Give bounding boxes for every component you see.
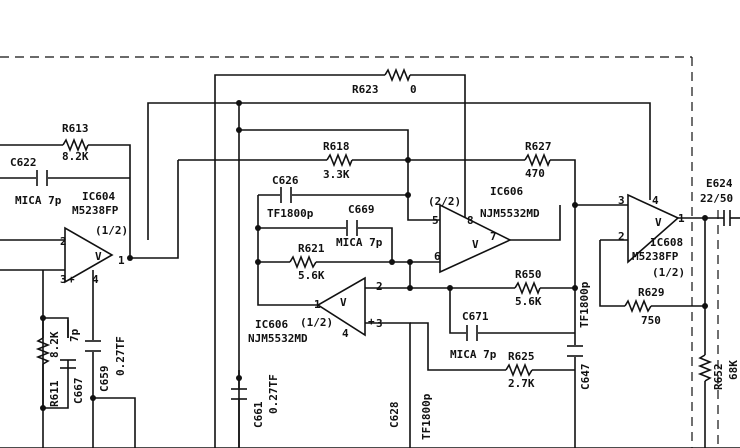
label-ic606-top-half: (2/2) xyxy=(428,195,461,208)
label-c628: C628 xyxy=(388,402,401,429)
capacitor-c647 xyxy=(567,345,583,357)
label-c669-value: MICA 7p xyxy=(336,236,383,249)
label-r618: R618 xyxy=(323,140,350,153)
resistor-r652 xyxy=(697,354,713,382)
resistor-r623 xyxy=(384,67,411,83)
label-ic606-top-pin7: 7 xyxy=(490,230,497,243)
label-r613-value: 8.2K xyxy=(62,150,89,163)
label-ic604-pin1: 1 xyxy=(118,254,125,267)
resistor-r613 xyxy=(62,137,89,153)
label-ic606-bottom: IC606 xyxy=(255,318,288,331)
capacitor-c669 xyxy=(346,220,358,236)
opamp-ic604 xyxy=(64,226,114,284)
capacitor-c659 xyxy=(85,340,101,352)
label-c622-value: MICA 7p xyxy=(15,194,62,207)
label-ic606-top-pin8: 8 xyxy=(467,214,474,227)
wires xyxy=(0,74,740,448)
label-c667-value: 7p xyxy=(68,328,81,342)
resistor-r621 xyxy=(289,254,317,270)
label-r652-value: 68K xyxy=(727,360,740,380)
capacitor-c626 xyxy=(280,187,292,203)
resistor-r625 xyxy=(505,362,533,378)
label-ic606-top: IC606 xyxy=(490,185,523,198)
label-ic604-v: V xyxy=(95,250,102,263)
label-e624: E624 xyxy=(706,177,733,190)
capacitor-c671 xyxy=(466,325,478,341)
label-c628-value: TF1800p xyxy=(420,393,433,440)
label-c659-value: 0.27TF xyxy=(114,336,127,376)
label-r611: R611 xyxy=(48,380,61,407)
label-r627-value: 470 xyxy=(525,167,545,180)
label-c671: C671 xyxy=(462,310,489,323)
label-ic606-bottom-pin4: 4 xyxy=(342,327,349,340)
label-r623: R623 xyxy=(352,83,379,96)
label-r618-value: 3.3K xyxy=(323,168,350,181)
label-c647-value: TF1800p xyxy=(578,281,591,328)
label-ic604-pin2: 2 xyxy=(60,235,67,248)
label-r650-value: 5.6K xyxy=(515,295,542,308)
label-ic608-pin1: 1 xyxy=(678,212,685,225)
label-c626-value: TF1800p xyxy=(267,207,314,220)
label-ic606-top-part: NJM5532MD xyxy=(480,207,540,220)
resistor-r627 xyxy=(524,152,551,168)
capacitor-c622 xyxy=(36,170,48,186)
label-c622: C622 xyxy=(10,156,37,169)
label-r650: R650 xyxy=(515,268,542,281)
label-ic606-bottom-plus: + xyxy=(368,315,375,328)
label-ic608: IC608 xyxy=(650,236,683,249)
label-ic608-pin3: 3 xyxy=(618,194,625,207)
label-r623-value: 0 xyxy=(410,83,417,96)
label-r627: R627 xyxy=(525,140,552,153)
label-ic604: IC604 xyxy=(82,190,115,203)
opamp-ic606-bottom xyxy=(316,276,366,337)
capacitor-c667 xyxy=(60,359,76,369)
label-c669: C669 xyxy=(348,203,375,216)
label-ic608-v: V xyxy=(655,216,662,229)
label-ic606-top-pin5: 5 xyxy=(432,214,439,227)
capacitor-e624 xyxy=(723,210,731,226)
label-r611-value: 8.2K xyxy=(48,331,61,358)
label-ic608-pin2: 2 xyxy=(618,230,625,243)
label-ic608-half: (1/2) xyxy=(652,266,685,279)
resistor-r618 xyxy=(326,152,353,168)
label-ic604-pin3: 3 xyxy=(60,273,67,286)
label-ic606-bottom-pin2: 2 xyxy=(376,280,383,293)
label-c626: C626 xyxy=(272,174,299,187)
label-c671-value: MICA 7p xyxy=(450,348,497,361)
resistor-r611 xyxy=(35,337,51,365)
label-ic608-part: M5238FP xyxy=(632,250,679,263)
label-ic606-bottom-part: NJM5532MD xyxy=(248,332,308,345)
label-r621-value: 5.6K xyxy=(298,269,325,282)
label-c667: C667 xyxy=(72,378,85,405)
opamp-ic608 xyxy=(627,193,680,264)
label-ic606-bottom-half: (1/2) xyxy=(300,316,333,329)
label-r625: R625 xyxy=(508,350,535,363)
label-ic604-plus: + xyxy=(68,273,75,286)
label-c647: C647 xyxy=(579,364,592,391)
label-ic604-half: (1/2) xyxy=(95,224,128,237)
label-ic606-bottom-v: V xyxy=(340,296,347,309)
label-ic606-top-v: V xyxy=(472,238,479,251)
capacitor-c661 xyxy=(231,388,247,400)
resistor-r650 xyxy=(514,280,541,296)
label-ic604-pin4: 4 xyxy=(92,273,99,286)
label-c659: C659 xyxy=(98,366,111,393)
resistor-r629 xyxy=(624,298,652,314)
label-c661: C661 xyxy=(252,401,265,428)
label-e624-value: 22/50 xyxy=(700,192,733,205)
label-ic606-top-pin6: 6 xyxy=(434,250,441,263)
label-c661-value: 0.27TF xyxy=(267,374,280,414)
label-r652: R652 xyxy=(712,364,725,391)
label-ic606-bottom-pin3: 3 xyxy=(376,317,383,330)
label-r613: R613 xyxy=(62,122,89,135)
label-r621: R621 xyxy=(298,242,325,255)
label-ic606-bottom-pin1: 1 xyxy=(314,298,321,311)
opamp-ic606-top xyxy=(439,203,512,274)
label-r629-value: 750 xyxy=(641,314,661,327)
label-r625-value: 2.7K xyxy=(508,377,535,390)
label-r629: R629 xyxy=(638,286,665,299)
label-ic608-pin4: 4 xyxy=(652,194,659,207)
label-ic604-part: M5238FP xyxy=(72,204,119,217)
